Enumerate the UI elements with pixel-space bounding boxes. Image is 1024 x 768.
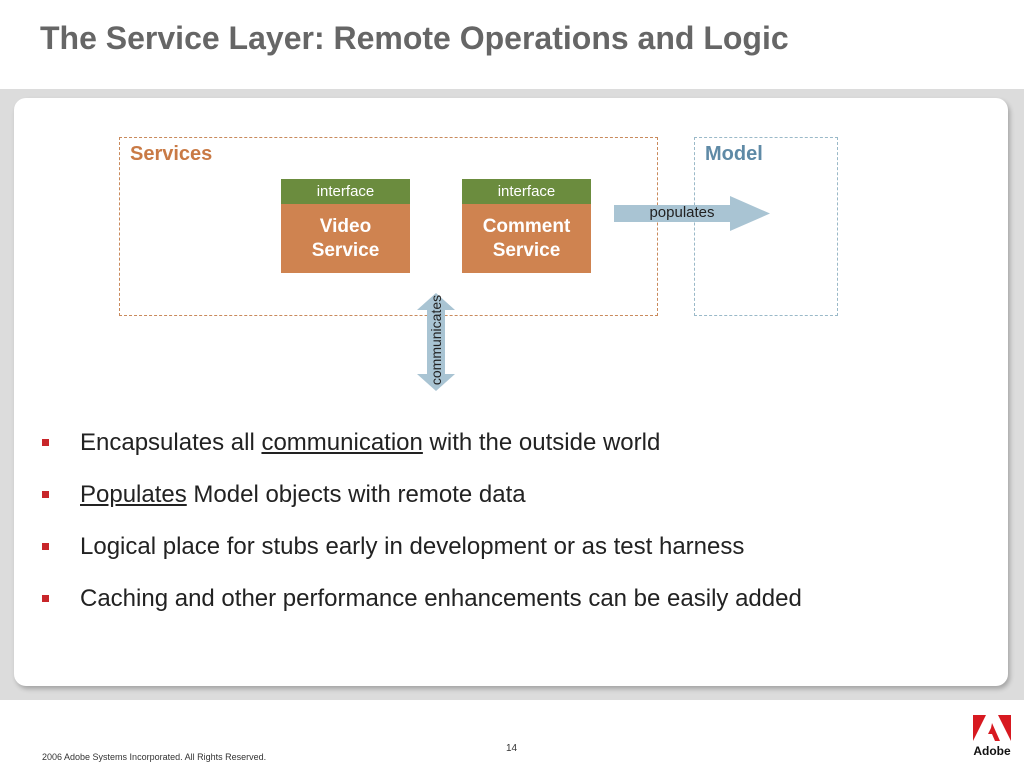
populates-link[interactable]: Populates	[80, 481, 187, 508]
bullet-list: Encapsulates all communication with the …	[40, 424, 980, 632]
communication-link[interactable]: communication	[261, 429, 423, 456]
model-group: Model	[694, 137, 838, 316]
page-number: 14	[506, 743, 518, 754]
bullet-item: Logical place for stubs early in develop…	[40, 528, 980, 580]
communicates-label: communicates	[428, 294, 444, 386]
bullet-text: Model objects with remote data	[186, 481, 526, 508]
bullet-text: Encapsulates all	[80, 429, 262, 456]
video-service-name: Video Service	[281, 204, 410, 273]
adobe-logo-icon	[969, 713, 1015, 743]
bullet-marker-icon	[42, 439, 49, 446]
bullet-marker-icon	[42, 595, 49, 602]
communicates-arrow	[417, 293, 455, 391]
copyright-notice: 2006 Adobe Systems Incorporated. All Rig…	[42, 752, 267, 762]
comment-service-box: interface Comment Service	[462, 179, 591, 273]
bullet-item: Populates Model objects with remote data	[40, 476, 980, 528]
bullet-text: Caching and other performance enhancemen…	[80, 585, 802, 612]
bullet-text: Logical place for stubs early in develop…	[80, 533, 745, 560]
video-service-interface: interface	[281, 179, 410, 204]
services-group: Services	[119, 137, 658, 316]
slide-title: The Service Layer: Remote Operations and…	[40, 20, 789, 56]
populates-arrow	[614, 196, 770, 231]
comment-service-name: Comment Service	[462, 204, 591, 273]
model-label: Model	[705, 143, 763, 165]
bullet-text: with the outside world	[422, 429, 661, 456]
video-service-box: interface Video Service	[281, 179, 410, 273]
populates-label: populates	[649, 204, 715, 221]
services-label: Services	[130, 143, 213, 165]
bullet-item: Caching and other performance enhancemen…	[40, 580, 980, 632]
bullet-marker-icon	[42, 543, 49, 550]
comment-service-interface: interface	[462, 179, 591, 204]
bullet-marker-icon	[42, 491, 49, 498]
bullet-item: Encapsulates all communication with the …	[40, 424, 980, 476]
adobe-logo-text: Adobe	[973, 744, 1011, 758]
